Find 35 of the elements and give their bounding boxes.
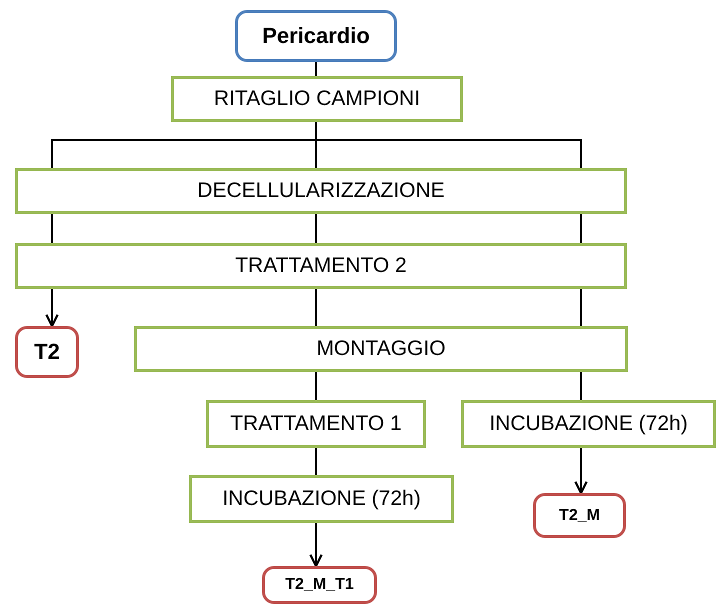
connector-line	[315, 214, 317, 243]
process-box	[461, 400, 716, 448]
process-box	[171, 76, 463, 122]
connector-line	[580, 289, 582, 326]
connector-line	[315, 62, 317, 76]
process-box	[206, 400, 426, 448]
box-label: T2	[34, 338, 60, 366]
box-label: DECELLULARIZZAZIONE	[197, 178, 445, 204]
box-label: T2_M	[559, 506, 600, 526]
box-label: INCUBAZIONE (72h)	[222, 486, 421, 512]
process-box	[189, 475, 454, 523]
connector-line	[51, 214, 53, 243]
box-label: INCUBAZIONE (72h)	[489, 410, 688, 437]
process-box	[15, 243, 627, 289]
result-box	[262, 566, 377, 604]
box-label: TRATTAMENTO 2	[235, 252, 407, 279]
connector-line	[315, 448, 317, 475]
connector-line	[580, 214, 582, 243]
start-box	[235, 10, 397, 62]
box-label: Pericardio	[262, 22, 370, 50]
process-box	[15, 168, 627, 214]
box-label: RITAGLIO CAMPIONI	[214, 86, 420, 112]
connector-line	[315, 122, 582, 168]
box-label: TRATTAMENTO 1	[230, 410, 402, 437]
connector-line	[315, 289, 317, 326]
arrow	[45, 289, 59, 328]
connector-line	[580, 372, 582, 400]
connector-line	[315, 372, 317, 400]
process-box	[134, 326, 628, 372]
result-box	[533, 493, 626, 538]
box-label: MONTAGGIO	[316, 336, 446, 362]
box-label: T2_M_T1	[285, 575, 354, 595]
arrow	[574, 448, 588, 494]
arrow	[309, 523, 323, 568]
result-box	[15, 326, 79, 378]
